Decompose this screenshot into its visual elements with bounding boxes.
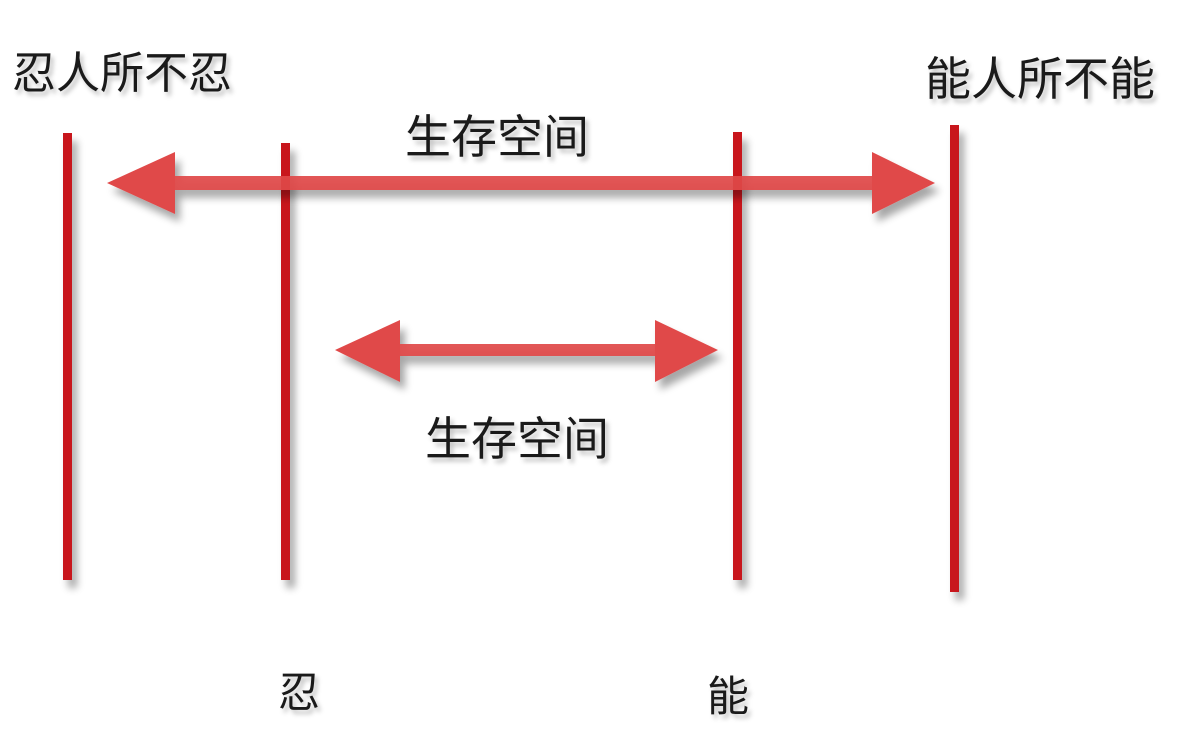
arrow-right-head-icon — [872, 152, 935, 214]
inner-right-boundary-line — [733, 132, 742, 580]
label-bottom-right: 能 — [707, 672, 750, 721]
arrow-left-head-icon — [335, 320, 400, 382]
arrow-left-head-icon — [107, 152, 175, 214]
label-outer-space: 生存空间 — [405, 110, 589, 164]
outer-left-boundary-line — [63, 133, 72, 580]
outer-right-boundary-line — [950, 125, 959, 592]
inner-double-arrow — [335, 320, 718, 382]
arrow-right-head-icon — [655, 320, 718, 382]
label-top-left: 忍人所不忍 — [12, 48, 232, 99]
label-top-right: 能人所不能 — [925, 52, 1155, 106]
inner-left-boundary-line — [281, 143, 290, 580]
outer-double-arrow — [107, 152, 935, 214]
label-inner-space: 生存空间 — [425, 412, 609, 466]
label-bottom-left: 忍 — [278, 668, 321, 717]
